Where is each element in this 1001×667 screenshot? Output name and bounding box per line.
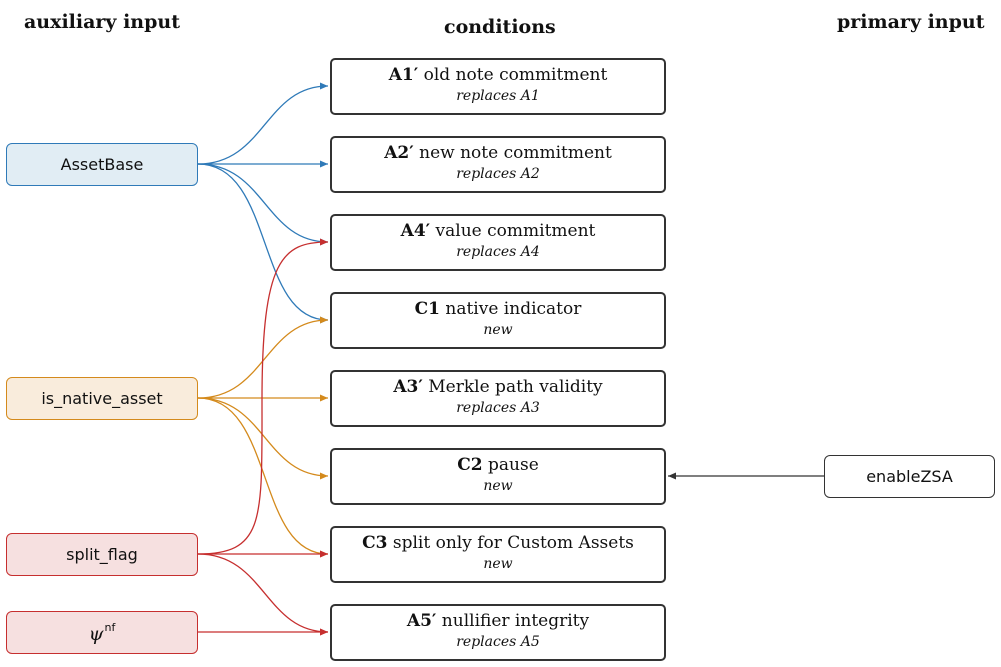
psi-superscript: nf <box>104 620 116 634</box>
edge-split-a5 <box>197 553 329 636</box>
condition-c2-id: C2 <box>457 455 483 475</box>
condition-c1-id: C1 <box>414 299 440 319</box>
edge-native-c3 <box>197 397 329 558</box>
condition-a3: A3′ Merkle path validity replaces A3 <box>330 370 666 427</box>
input-is-native-asset-label: is_native_asset <box>41 389 163 408</box>
condition-c3: C3 split only for Custom Assets new <box>330 526 666 583</box>
input-psi-nf: ψnf <box>6 611 198 654</box>
condition-c1-title: native indicator <box>445 299 582 319</box>
condition-a4-title: value commitment <box>435 221 596 241</box>
condition-a1-title: old note commitment <box>423 65 608 85</box>
condition-a5-note: replaces A5 <box>456 634 540 650</box>
edge-assetbase-a1 <box>197 82 329 165</box>
edge-assetbase-c1 <box>197 163 329 324</box>
condition-a5-title: nullifier integrity <box>441 611 590 631</box>
edge-native-c1 <box>197 316 329 399</box>
condition-c1: C1 native indicator new <box>330 292 666 349</box>
condition-a4: A4′ value commitment replaces A4 <box>330 214 666 271</box>
input-is-native-asset: is_native_asset <box>6 377 198 420</box>
input-psi-nf-label: ψnf <box>89 621 116 645</box>
condition-a2-note: replaces A2 <box>456 166 540 182</box>
condition-a5: A5′ nullifier integrity replaces A5 <box>330 604 666 661</box>
header-auxiliary-input: auxiliary input <box>24 11 180 33</box>
condition-a3-note: replaces A3 <box>456 400 540 416</box>
condition-a4-id: A4′ <box>400 221 431 241</box>
condition-a5-id: A5′ <box>406 611 437 631</box>
input-enablezsa-label: enableZSA <box>866 467 953 486</box>
psi-symbol: ψ <box>88 622 104 645</box>
condition-c2-title: pause <box>488 455 539 475</box>
input-enablezsa: enableZSA <box>824 455 995 498</box>
input-split-flag: split_flag <box>6 533 198 576</box>
input-assetbase-label: AssetBase <box>60 155 144 174</box>
input-split-flag-label: split_flag <box>66 545 138 564</box>
condition-c3-note: new <box>483 556 513 572</box>
edge-native-c2 <box>197 397 329 480</box>
condition-a1-note: replaces A1 <box>456 88 540 104</box>
condition-a3-title: Merkle path validity <box>428 377 603 397</box>
edge-split-a4 <box>197 238 329 555</box>
header-primary-input: primary input <box>837 11 985 33</box>
condition-c3-title: split only for Custom Assets <box>392 533 634 553</box>
condition-c2: C2 pause new <box>330 448 666 505</box>
condition-a2: A2′ new note commitment replaces A2 <box>330 136 666 193</box>
condition-a3-id: A3′ <box>393 377 423 397</box>
condition-a4-note: replaces A4 <box>456 244 540 260</box>
edge-assetbase-a4 <box>197 163 329 246</box>
condition-a1-id: A1′ <box>388 65 419 85</box>
condition-c3-id: C3 <box>362 533 388 553</box>
header-conditions: conditions <box>444 16 556 38</box>
condition-c1-note: new <box>483 322 513 338</box>
condition-c2-note: new <box>483 478 513 494</box>
condition-a1: A1′ old note commitment replaces A1 <box>330 58 666 115</box>
condition-a2-id: A2′ <box>384 143 414 163</box>
input-assetbase: AssetBase <box>6 143 198 186</box>
condition-a2-title: new note commitment <box>419 143 612 163</box>
